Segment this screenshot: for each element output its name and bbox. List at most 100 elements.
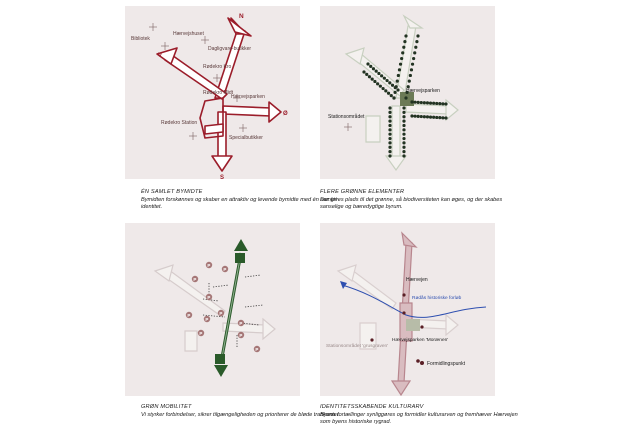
route-arrow-north: [234, 239, 248, 251]
parking-marker: P: [185, 311, 193, 319]
label-historiske-forloeb: Rødås historiske forløb: [412, 294, 462, 301]
tree-dot: [403, 40, 407, 44]
label-rodekro-kro: Rødekro Kro: [203, 64, 232, 70]
tree-dot: [388, 132, 392, 136]
bymidte-crosses: [149, 23, 247, 140]
caption-body-bymidte: Bymidten forskønnes og skaber en attrakt…: [141, 197, 337, 210]
bymidte-roads: [156, 17, 282, 172]
tree-dot: [402, 106, 406, 110]
tree-dot: [435, 101, 439, 106]
legend-formidling-label: Formidlingspunkt: [427, 361, 466, 367]
tree-dot: [374, 69, 378, 73]
tree-dot: [390, 83, 395, 87]
tree-dot: [388, 136, 392, 141]
caption-title-kulturarv: IDENTITETSSKABENDE KULTURARV: [320, 404, 424, 410]
tree-dot: [404, 96, 408, 100]
tree-dot: [377, 71, 381, 76]
label-dagligvare: Dagligvare-butikker: [208, 46, 251, 52]
tree-dot: [435, 115, 439, 120]
groenne-map: Hærvejsparken Stationsområdet: [328, 14, 459, 172]
parking-letter: P: [255, 347, 258, 352]
tree-dot: [396, 73, 400, 78]
tree-dot: [416, 100, 420, 104]
cycle-icon-north: [235, 253, 245, 263]
tree-dot: [402, 128, 406, 132]
parking-marker: P: [191, 275, 199, 283]
tree-dot: [402, 145, 406, 149]
tree-dot: [416, 114, 420, 118]
label-south: S: [220, 175, 224, 179]
label-specialbutikker: Specialbutikker: [229, 135, 263, 141]
label-rodekro-midt: Rødekro Midt: [203, 90, 234, 96]
tree-dot: [402, 119, 406, 123]
tree-dot: [402, 123, 406, 128]
tree-dot: [388, 154, 392, 158]
label-haervejen: Hærvejen: [406, 277, 428, 283]
road-loop: [199, 97, 224, 139]
caption-title-mobilitet: GRØN MOBILITET: [141, 404, 192, 410]
bymidte-map: N V Ø S Bibliotek Hærvejshuset Dagligvar…: [131, 13, 288, 181]
tree-dot: [402, 150, 406, 154]
tree-dot: [405, 90, 409, 94]
tree-dot: [402, 45, 406, 49]
tree-dots: [362, 34, 448, 158]
tree-dot: [369, 64, 373, 68]
caption-title-groenne: FLERE GRØNNE ELEMENTER: [320, 189, 405, 195]
tree-dot: [415, 40, 419, 44]
parking-marker: P: [205, 261, 213, 269]
caption-body-kulturarv: Byens fortællinger synliggøres og formid…: [320, 412, 518, 425]
tree-dot: [422, 101, 426, 105]
label-haervejsparken-green: Hærvejsparken: [406, 88, 440, 94]
label-grusgraven: Stationsområdet 'grusgraven': [326, 342, 388, 349]
parking-letter: P: [199, 331, 202, 336]
tree-dot: [365, 72, 369, 76]
tree-dot: [402, 110, 406, 114]
caption-body-groenne: Der gives plads til det grønne, så biodi…: [320, 197, 503, 210]
tree-dot: [388, 128, 392, 132]
tree-dot: [366, 62, 370, 66]
tree-dot: [378, 84, 382, 88]
label-haervejshuset: Hærvejshuset: [173, 31, 204, 37]
parking-marker: P: [237, 319, 245, 327]
panel-groenne: Hærvejsparken Stationsområdet: [320, 6, 495, 179]
tree-dot: [388, 145, 392, 149]
parking-letter: P: [207, 263, 210, 268]
tree-dot: [388, 141, 392, 145]
parking-marker: P: [217, 309, 225, 317]
tree-dot: [401, 51, 405, 55]
tree-dot: [392, 96, 396, 100]
tree-dot: [388, 106, 392, 110]
tree-dot: [412, 56, 416, 61]
label-east: Ø: [283, 111, 288, 117]
tree-dot: [380, 74, 384, 78]
parking-marker: P: [253, 345, 261, 353]
parking-marker: P: [203, 315, 211, 323]
tree-dot: [432, 115, 436, 119]
parking-letter: P: [193, 277, 196, 282]
tree-dot: [441, 102, 445, 106]
tree-dot: [397, 68, 402, 72]
parking-letter: P: [219, 311, 222, 316]
tree-dot: [422, 115, 426, 119]
parking-marker: P: [237, 331, 245, 339]
tree-dot: [381, 86, 385, 91]
parking-letter: P: [223, 267, 226, 272]
tree-dot: [444, 116, 448, 120]
tree-dot: [410, 62, 415, 66]
parking-letter: P: [239, 321, 242, 326]
label-haervejsparken: Hærvejsparken: [231, 94, 265, 100]
tree-dot: [370, 77, 374, 81]
tree-dot: [385, 78, 389, 83]
tree-dot: [371, 67, 376, 71]
tree-dot: [402, 154, 406, 158]
parking-marker: P: [205, 293, 213, 301]
parking-marker: P: [197, 329, 205, 337]
tree-dot: [444, 102, 448, 106]
connection-dots: [202, 274, 264, 347]
tree-dot: [386, 91, 391, 95]
road-south: [217, 111, 227, 159]
legend-formidling-dot: [420, 361, 424, 365]
label-rodekro-station: Rødekro Station: [161, 120, 197, 126]
tree-dot: [419, 100, 423, 105]
